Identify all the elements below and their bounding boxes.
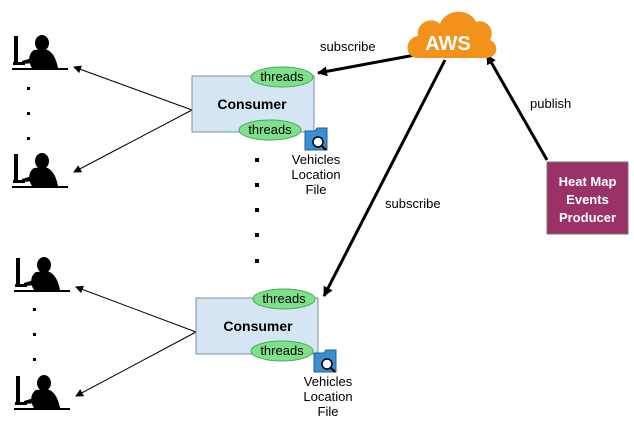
threads-label: threads [260, 69, 304, 84]
ellipsis-dots-users-bottom [33, 308, 36, 361]
edge-consumer2-user2 [75, 331, 197, 397]
subscribe-label-top: subscribe [320, 39, 376, 54]
threads-badge [250, 340, 314, 362]
producer-line-1: Heat Map [559, 174, 617, 189]
threads-badge [238, 119, 302, 141]
cloud-label: AWS [425, 33, 471, 55]
publish-label: publish [530, 96, 571, 111]
ellipsis-dots-consumers [255, 158, 259, 263]
consumer-label: Consumer [223, 318, 293, 334]
consumer-node-1: Consumer threads threads Vehicles Locati… [191, 66, 341, 197]
edge-subscribe-top [317, 53, 416, 77]
file-search-icon [304, 127, 328, 151]
user-at-computer-icon [14, 375, 70, 410]
producer-box: Heat Map Events Producer [546, 161, 629, 235]
edge-publish [485, 54, 549, 161]
consumer-label: Consumer [217, 96, 287, 112]
user-at-computer-icon [14, 257, 70, 292]
file-label-line-1: Vehicles [292, 152, 341, 167]
file-label-line-1: Vehicles [304, 374, 353, 389]
cloud-icon [407, 11, 497, 58]
threads-label: threads [248, 122, 292, 137]
subscribe-label-mid: subscribe [385, 196, 441, 211]
file-label-line-3: File [318, 404, 339, 419]
edge-consumer1-user2 [73, 109, 193, 173]
edge-consumer2-user1 [75, 285, 197, 333]
user-at-computer-icon [12, 35, 68, 70]
file-label-line-3: File [306, 182, 327, 197]
producer-line-3: Producer [559, 210, 616, 225]
producer-line-2: Events [566, 192, 609, 207]
edge-consumer1-user1 [73, 65, 193, 111]
file-label-line-2: Location [303, 389, 352, 404]
threads-label: threads [260, 343, 304, 358]
threads-badge [250, 66, 314, 88]
aws-cloud: AWS [407, 11, 497, 58]
threads-label: threads [262, 291, 306, 306]
edge-subscribe-mid [322, 59, 447, 297]
user-at-computer-icon [12, 153, 68, 188]
threads-badge [252, 288, 316, 310]
ellipsis-dots-users-top [27, 87, 30, 140]
file-label-line-2: Location [291, 167, 340, 182]
consumer-node-2: Consumer threads threads Vehicles Locati… [195, 288, 353, 419]
file-search-icon [313, 349, 337, 373]
